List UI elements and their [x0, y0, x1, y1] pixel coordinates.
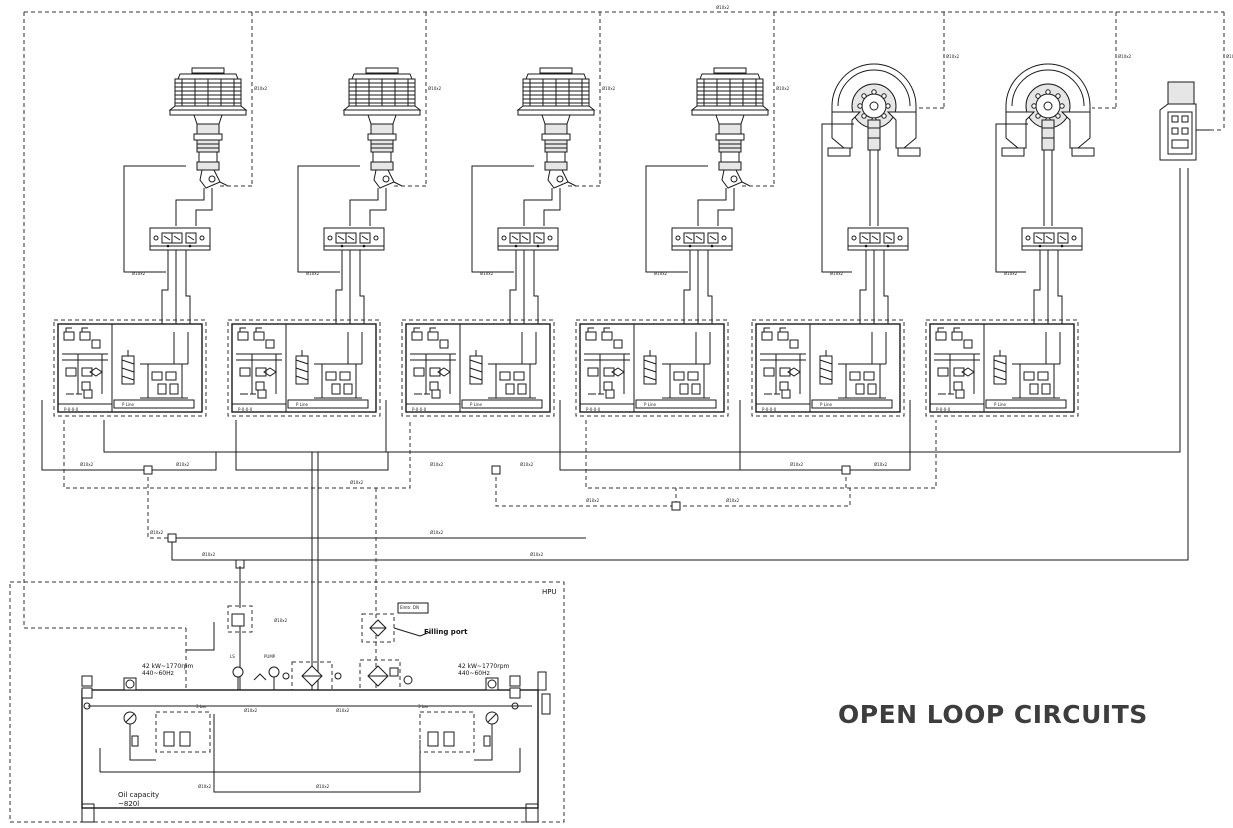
hpu-boundary	[9, 581, 565, 823]
svg-text:Ø10x2: Ø10x2	[1118, 54, 1132, 59]
capstan-3	[517, 67, 595, 189]
svg-text:Ø10x2: Ø10x2	[430, 530, 444, 535]
svg-text:Ø10x2: Ø10x2	[530, 552, 544, 557]
svg-text:Ø10x2: Ø10x2	[254, 86, 268, 91]
drain-drops: Ø10x2 Ø10x2 Ø10x2 Ø10x2 Ø10x2 Ø10x2 Ø10x…	[220, 12, 1233, 187]
manifold-block-3	[401, 319, 555, 417]
svg-text:Ø10x2: Ø10x2	[654, 271, 668, 276]
reel-winch-2	[1001, 63, 1095, 157]
left-pressure: 3 bar	[196, 704, 207, 709]
directional-valve-6	[1021, 227, 1083, 251]
svg-text:Ø10x2: Ø10x2	[830, 271, 844, 276]
oil-capacity-label: Oil capacity	[118, 791, 159, 799]
hpu-feed-lines	[239, 452, 377, 690]
svg-text:Ø10x2: Ø10x2	[776, 86, 790, 91]
svg-text:Ø10x2: Ø10x2	[428, 86, 442, 91]
svg-text:Ø10x2: Ø10x2	[586, 498, 600, 503]
svg-text:Ø10x2: Ø10x2	[176, 462, 190, 467]
hpu-label: HPU	[542, 588, 557, 596]
svg-text:Ø10x2: Ø10x2	[350, 480, 364, 485]
reel-winch-1	[827, 63, 921, 157]
svg-text:PUMP: PUMP	[264, 654, 276, 659]
manifold-block-4	[575, 319, 729, 417]
motor-lines	[123, 123, 1053, 273]
svg-text:Ø10x2: Ø10x2	[80, 462, 94, 467]
svg-text:Ø10x2: Ø10x2	[874, 462, 888, 467]
directional-valve-1	[149, 227, 211, 251]
svg-text:Ø10x2: Ø10x2	[946, 54, 960, 59]
valve-manifold-lines: Ø10x2 Ø10x2 Ø10x2 Ø10x2 Ø10x2 Ø10x2	[132, 250, 1063, 324]
svg-text:Ø10x2: Ø10x2	[520, 462, 534, 467]
svg-text:Ø10x2: Ø10x2	[306, 271, 320, 276]
svg-text:Ø10x2: Ø10x2	[150, 530, 164, 535]
directional-valve-5	[847, 227, 909, 251]
svg-text:Elmtr. DN: Elmtr. DN	[400, 605, 419, 610]
capstan-4	[691, 67, 769, 189]
hpu-components: Ø10x2 Elmtr. DN Filling port LS PUMP	[81, 602, 551, 823]
manifold-block-6	[925, 319, 1079, 417]
control-panel	[1159, 12, 1225, 161]
svg-text:Ø10x2: Ø10x2	[198, 784, 212, 789]
capstan-2	[343, 67, 421, 189]
manifold-block-1	[53, 319, 207, 417]
oil-capacity-value: ~820l	[118, 800, 139, 808]
svg-text:Ø10x2: Ø10x2	[790, 462, 804, 467]
page-title: OPEN LOOP CIRCUITS	[838, 700, 1148, 729]
distribution-lines: Ø10x2 Ø10x2 Ø10x2 Ø10x2 Ø10x2 Ø10x2 Ø10x…	[41, 168, 1189, 569]
svg-text:LS: LS	[230, 654, 235, 659]
svg-text:Ø10x2: Ø10x2	[202, 552, 216, 557]
filling-port-label: Filling port	[424, 628, 468, 636]
right-pressure: 3 bar	[418, 704, 429, 709]
svg-text:Ø10x2: Ø10x2	[1004, 271, 1018, 276]
svg-text:Ø10x2: Ø10x2	[316, 784, 330, 789]
svg-text:Ø10x2: Ø10x2	[132, 271, 146, 276]
svg-text:Ø10x2: Ø10x2	[716, 5, 730, 10]
right-motor-power: 42 kW~1770rpm	[458, 663, 510, 670]
svg-text:Ø10x2: Ø10x2	[480, 271, 494, 276]
left-motor-power: 42 kW~1770rpm	[142, 663, 194, 670]
left-motor-supply: 440~60Hz	[142, 670, 174, 677]
right-motor-supply: 440~60Hz	[458, 670, 490, 677]
capstan-1	[169, 67, 247, 189]
svg-text:Ø10x2: Ø10x2	[726, 498, 740, 503]
manifold-block-5	[751, 319, 905, 417]
svg-text:Ø10x2: Ø10x2	[274, 618, 288, 623]
manifold-block-2	[227, 319, 381, 417]
svg-text:Ø10x2: Ø10x2	[336, 708, 350, 713]
directional-valve-2	[323, 227, 385, 251]
svg-text:Ø10x2: Ø10x2	[244, 708, 258, 713]
svg-text:Ø10x2: Ø10x2	[1226, 54, 1233, 59]
svg-text:Ø10x2: Ø10x2	[602, 86, 616, 91]
directional-valve-3	[497, 227, 559, 251]
svg-text:Ø10x2: Ø10x2	[430, 462, 444, 467]
directional-valve-4	[671, 227, 733, 251]
